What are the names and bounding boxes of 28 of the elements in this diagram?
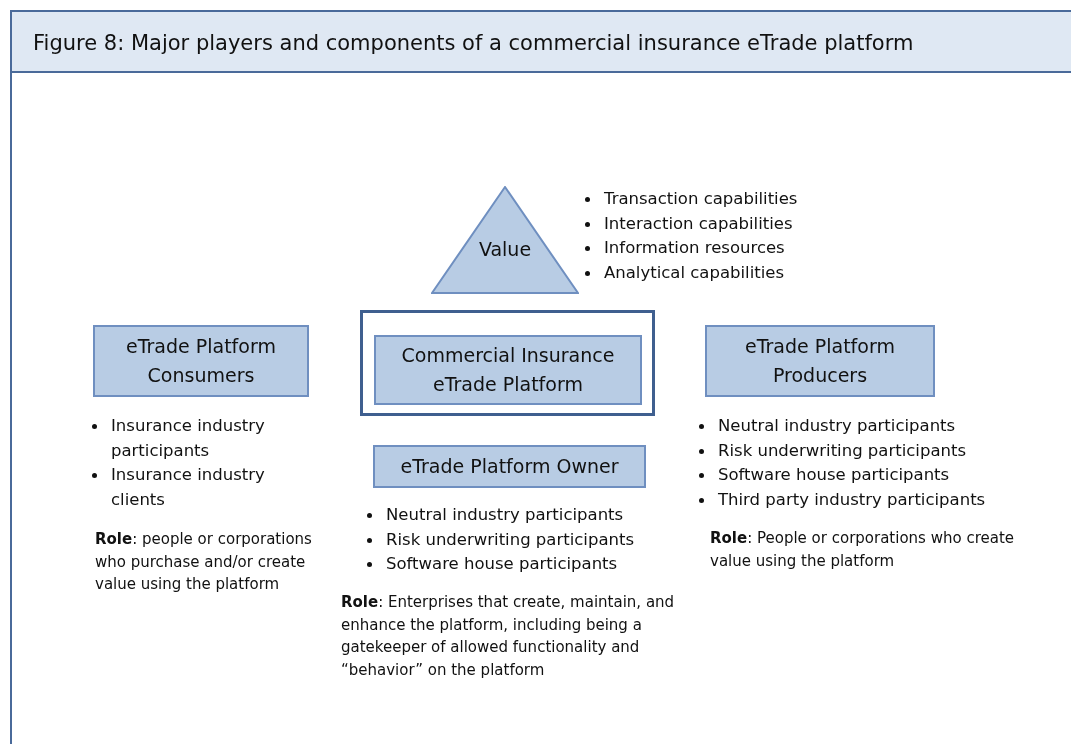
role-description: Role: Enterprises that create, maintain, and enhance the platform, including being a gatekeeper of allowed functionality and “behavior” on the platform bbox=[341, 592, 676, 681]
role-description: Role: People or corporations who create value using the platform bbox=[710, 528, 1015, 572]
bullet-item: Neutral industry participants bbox=[386, 505, 624, 524]
bullet-item: Insurance industry clients bbox=[111, 465, 265, 509]
bullet-item: Information resources bbox=[604, 238, 785, 257]
bullet-item: Interaction capabilities bbox=[604, 213, 793, 233]
node-label: eTrade Platform Producers bbox=[744, 334, 896, 388]
platform-box bbox=[705, 325, 935, 397]
bullet-item: Risk underwriting participants bbox=[718, 440, 967, 460]
bullet-item: Insurance industry participants bbox=[111, 416, 265, 460]
platform-box bbox=[93, 325, 309, 397]
node-label: eTrade Platform Owner bbox=[399, 454, 620, 479]
node-label: eTrade Platform Consumers bbox=[125, 334, 277, 388]
bullet-item: Risk underwriting participants bbox=[386, 529, 635, 549]
bullet-item: Transaction capabilities bbox=[604, 189, 798, 208]
bullet-item: Software house participants bbox=[386, 554, 618, 573]
role-description: Role: people or corporations who purchase and/or create value using the platform bbox=[95, 529, 313, 595]
node-label: Commercial Insurance eTrade Platform bbox=[400, 343, 616, 397]
platform-box bbox=[374, 335, 642, 405]
value-triangle bbox=[431, 186, 579, 294]
bullet-item: Neutral industry participants bbox=[718, 416, 956, 435]
bullet-item: Third party industry participants bbox=[718, 489, 986, 509]
figure-title: Figure 8: Major players and components of a commercial insurance eTrade platform bbox=[33, 31, 915, 55]
bullet-item: Software house participants bbox=[718, 465, 950, 484]
node-label: Value bbox=[477, 238, 533, 260]
outline-box bbox=[360, 310, 655, 416]
platform-box bbox=[373, 445, 646, 488]
bullet-item: Analytical capabilities bbox=[604, 262, 785, 282]
